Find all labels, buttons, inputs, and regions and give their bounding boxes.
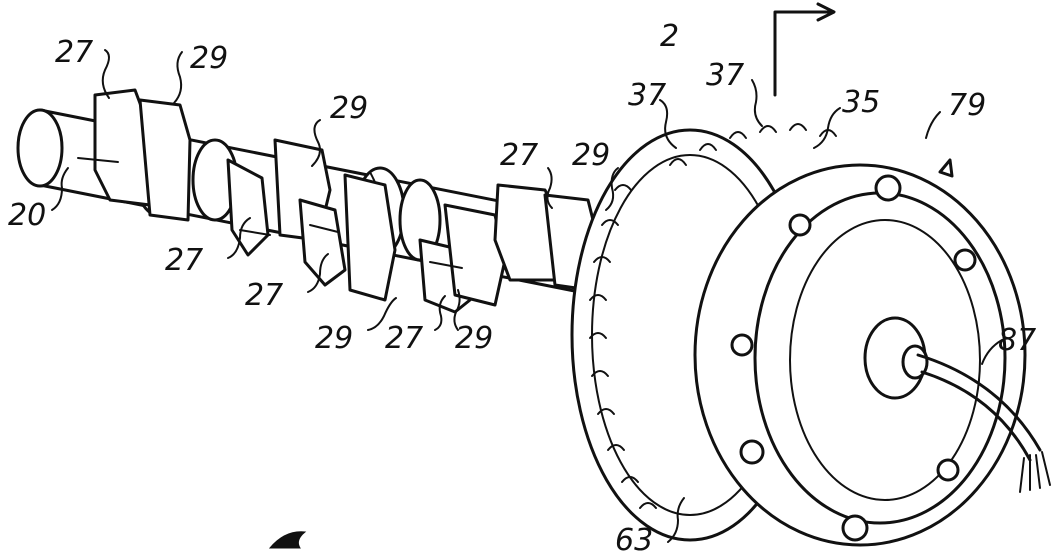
label-29-d: 29 (455, 321, 493, 356)
label-29-c: 29 (315, 321, 353, 356)
label-20: 20 (8, 198, 46, 233)
cam-lobes (77, 88, 600, 314)
label-63: 63 (615, 523, 653, 554)
label-29-e: 29 (572, 138, 610, 173)
leader-lines (51, 49, 1003, 543)
shaft-end-face (16, 108, 64, 188)
label-27-c: 27 (245, 278, 283, 313)
label-29-a: 29 (190, 41, 228, 76)
label-27-e: 27 (500, 138, 538, 173)
label-29-b: 29 (330, 91, 368, 126)
lobe-27-b (226, 158, 270, 257)
figure-label-swoosh (268, 531, 307, 549)
lobe-29-c (343, 173, 397, 302)
lobe-29-d (443, 203, 507, 307)
section-arrow (773, 2, 836, 97)
label-27-b: 27 (165, 243, 203, 278)
sensor-pointer-arrow (938, 158, 954, 178)
label-87: 87 (998, 323, 1036, 358)
sensor-housing (693, 163, 1051, 547)
reference-numerals: 2 20 27 29 29 27 27 29 27 29 27 29 37 37… (8, 19, 1036, 554)
housing-bolts (730, 174, 977, 542)
lobe-27-c (298, 198, 347, 287)
label-section-2: 2 (660, 19, 679, 54)
label-37-b: 37 (706, 58, 744, 93)
label-27-a: 27 (55, 35, 93, 70)
lobe-29-a (138, 98, 192, 222)
label-27-d: 27 (385, 321, 423, 356)
label-37-a: 37 (628, 78, 666, 113)
sensor-cable (916, 353, 1042, 452)
label-35: 35 (842, 85, 880, 120)
label-79: 79 (948, 88, 986, 123)
